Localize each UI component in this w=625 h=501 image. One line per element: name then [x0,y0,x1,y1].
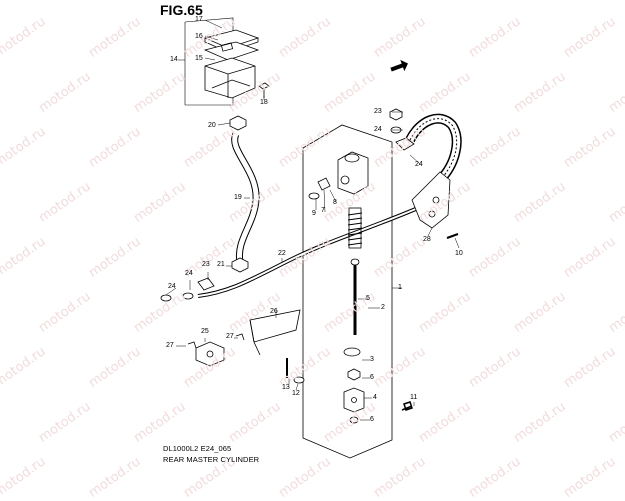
callout-15: 15 [195,55,203,62]
diagram-code: DL1000L2 E24_065 [163,444,232,453]
callout-5: 5 [366,295,370,302]
callout-2: 2 [381,304,385,311]
callout-16: 16 [195,33,203,40]
callout-27-right: 27 [226,333,234,340]
callout-13: 13 [282,384,290,391]
callout-6-lower: 6 [370,416,374,423]
callout-12: 12 [292,390,300,397]
piston-spring [347,212,363,246]
callout-14: 14 [170,56,178,63]
callout-4: 4 [373,394,377,401]
callout-1: 1 [398,284,402,291]
callout-3: 3 [370,356,374,363]
callout-24-lower-a: 24 [185,270,193,277]
fwd-arrow-icon [390,59,408,72]
callout-22: 22 [278,250,286,257]
callout-23-upper: 23 [374,108,382,115]
callout-24-upper: 24 [374,126,382,133]
clevis [343,387,365,413]
figure-title: FIG.65 [160,2,203,18]
brake-pipe [197,193,442,298]
master-cylinder-body [337,151,369,195]
callout-11: 11 [410,394,418,401]
callout-9: 9 [312,210,316,217]
callout-21: 21 [217,261,225,268]
callout-20: 20 [208,122,216,129]
callout-24-lower-b: 24 [168,283,176,290]
callout-18: 18 [260,99,268,106]
callout-7: 7 [321,207,325,214]
reservoir-body [204,57,256,99]
diagram-name: REAR MASTER CYLINDER [163,455,260,464]
diaphragm [203,41,260,61]
callout-27-left: 27 [166,342,174,349]
parts-diagram [160,17,462,459]
bracket-28 [411,171,451,229]
callout-17: 17 [195,16,203,23]
callout-25: 25 [201,328,209,335]
callout-8: 8 [333,199,337,206]
assembly-outline [302,124,393,459]
clamp-20 [229,115,247,131]
callout-28: 28 [423,236,431,243]
callout-19: 19 [234,194,242,201]
callout-24-hose: 24 [415,161,423,168]
bracket-25 [195,341,225,367]
callout-23-lower: 23 [202,261,210,268]
callout-6-upper: 6 [370,374,374,381]
callout-26: 26 [270,308,278,315]
callout-10: 10 [455,250,463,257]
